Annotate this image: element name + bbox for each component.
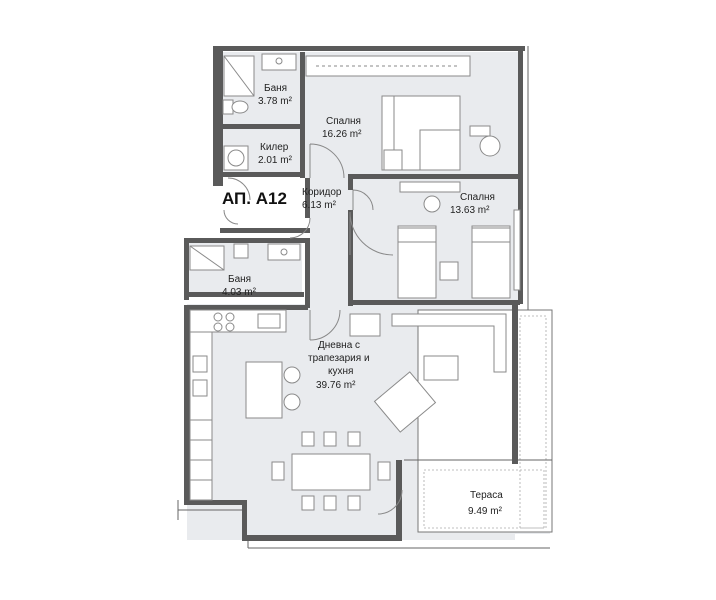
bath2-fixtures [189, 243, 301, 271]
closet-name: Килер [260, 142, 289, 153]
corridor-name: Коридор [302, 187, 342, 198]
bedroom1-name: Спалня [326, 116, 361, 127]
bedroom1-furniture [305, 55, 501, 171]
island [245, 361, 301, 419]
bedroom2-name: Спалня [460, 192, 495, 203]
living-area: 39.76 m² [316, 380, 356, 391]
bath1-name: Баня [264, 83, 287, 94]
closet-area: 2.01 m² [258, 155, 293, 166]
living-name-line3: кухня [328, 366, 353, 377]
terrace-name: Тераса [470, 490, 503, 501]
room-labels: АП. А12 Баня 3.78 m² Килер 2.01 m² Спалн… [222, 83, 503, 517]
bath2-name: Баня [228, 274, 251, 285]
apartment-label: АП. А12 [222, 189, 287, 208]
kitchen [189, 309, 287, 501]
terrace [404, 309, 553, 533]
bath1-area: 3.78 m² [258, 96, 293, 107]
walls [177, 46, 550, 549]
living-furniture [349, 313, 507, 433]
dining [271, 431, 391, 511]
living-name-line1: Дневна с [318, 340, 360, 351]
living-name-line2: трапезария и [308, 353, 370, 364]
terrace-area: 9.49 m² [468, 506, 503, 517]
bath1-fixtures [222, 53, 297, 115]
bedroom1-area: 16.26 m² [322, 129, 362, 140]
doors [223, 143, 403, 515]
bedroom2-furniture [397, 181, 521, 299]
corridor-area: 6.13 m² [302, 200, 337, 211]
bath2-area: 4.03 m² [222, 287, 257, 298]
closet-washer [223, 145, 249, 171]
bedroom2-area: 13.63 m² [450, 205, 490, 216]
